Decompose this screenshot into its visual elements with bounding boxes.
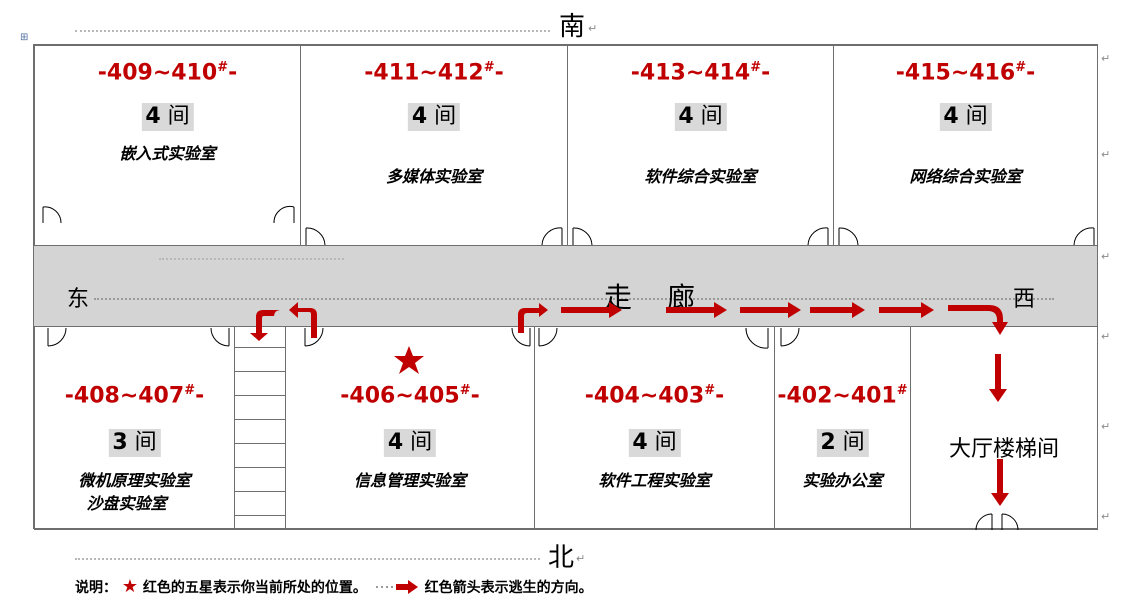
arrow-right-icon [810, 302, 865, 318]
door-icon [572, 227, 593, 246]
door-icon [541, 227, 563, 246]
stair-step [235, 491, 285, 515]
door-icon [1073, 227, 1095, 246]
door-icon [47, 327, 67, 347]
compass-south: 南 [559, 12, 586, 42]
room-415-416: -415~416#- 4 间 网络综合实验室 [833, 45, 1098, 246]
legend: 说明： ★ 红色的五星表示你当前所处的位置。 红色箭头表示逃生的方向。 [75, 576, 593, 597]
room-406-405: -406~405#- 4 间 信息管理实验室 [285, 326, 535, 530]
arrow-right-icon [879, 302, 934, 318]
room-number: -406~405#- [340, 383, 480, 409]
paragraph-mark: ↵ [1101, 52, 1111, 65]
room-number: -408~407#- [64, 383, 205, 409]
door-icon [42, 206, 62, 224]
room-number: -413~414#- [630, 60, 771, 86]
paragraph-mark: ↵ [1101, 330, 1111, 343]
door-icon [304, 327, 324, 347]
legend-star-icon: ★ [121, 576, 139, 597]
door-icon [780, 327, 800, 347]
door-icon [838, 227, 859, 246]
current-location-star-icon [394, 346, 424, 374]
room-count: 4 间 [407, 103, 461, 131]
hall-name: 大厅楼梯间 [948, 437, 1059, 462]
stair-step [235, 443, 285, 467]
room-408-407: -408~407#- 3 间 微机原理实验室 沙盘实验室 [34, 326, 235, 530]
room-413-414: -413~414#- 4 间 软件综合实验室 [567, 45, 834, 246]
plan-overlay [42, 206, 1095, 530]
door-icon [745, 327, 769, 349]
door-icon [807, 227, 829, 246]
compass-east: 东 [67, 287, 90, 312]
door-icon [305, 227, 326, 246]
table-move-handle-icon[interactable]: ⊞ [20, 32, 29, 43]
room-name: 软件工程实验室 [598, 471, 711, 490]
legend-star-text: 红色的五星表示你当前所处的位置。 [142, 580, 367, 596]
paragraph-mark: ↵ [1101, 250, 1111, 263]
room-count: 4 间 [939, 103, 992, 131]
stair-step [235, 347, 285, 371]
room-number: -411~412#- [364, 60, 504, 86]
room-name: 实验办公室 [802, 471, 883, 490]
room-409-410: -409~410#- 4 间 嵌入式实验室 [34, 45, 301, 246]
escape-arrows [250, 302, 1009, 506]
arrow-right-icon [561, 302, 622, 318]
arrow-right-icon [740, 302, 801, 318]
door-icon [975, 513, 993, 530]
corridor-dotted-line [94, 298, 1054, 300]
legend-arrow-text: 红色箭头表示逃生的方向。 [424, 580, 593, 596]
arrow-down-icon [989, 354, 1007, 402]
room-name: 微机原理实验室 [78, 471, 191, 490]
door-icon [538, 327, 558, 347]
stair-step [235, 395, 285, 419]
paragraph-mark: ↵ [1101, 510, 1111, 523]
room-count: 3 间 [108, 429, 161, 457]
south-dotted-line [75, 30, 550, 32]
door-icon [1001, 513, 1019, 530]
room-count: 4 间 [141, 103, 194, 131]
room-name: 嵌入式实验室 [119, 144, 216, 163]
room-name: 软件综合实验室 [644, 167, 757, 186]
room-count: 4 间 [628, 429, 681, 457]
compass-west: 西 [1013, 287, 1036, 312]
room-count: 4 间 [674, 103, 727, 131]
room-name: 多媒体实验室 [385, 167, 482, 186]
room-number: -409~410#- [97, 60, 238, 86]
room-count: 2 间 [816, 429, 869, 457]
corridor-dotted-line [159, 258, 344, 260]
arrow-down-icon [250, 310, 281, 341]
room-number: -404~403#- [584, 383, 725, 409]
north-dotted-line [75, 558, 540, 560]
room-404-403: -404~403#- 4 间 软件工程实验室 [534, 326, 775, 530]
door-icon [273, 206, 295, 224]
corridor: 东 走 廊 西 [34, 245, 1097, 327]
legend-arrow-icon [375, 580, 418, 594]
paragraph-mark: ↵ [1101, 148, 1111, 161]
door-swings [42, 206, 1095, 530]
arrow-up-right-icon [518, 303, 548, 333]
arrow-right-down-icon [948, 305, 1008, 335]
room-number: -402~401# [777, 383, 908, 409]
stair-step [235, 467, 285, 491]
stair-step [235, 419, 285, 443]
arrow-right-icon [666, 302, 727, 318]
room-name-2: 沙盘实验室 [86, 494, 167, 513]
paragraph-mark: ↵ [1101, 420, 1111, 433]
paragraph-mark: ↵ [576, 552, 586, 565]
arrow-down-icon [991, 459, 1009, 506]
room-name: 信息管理实验室 [353, 471, 466, 490]
stair-step [235, 371, 285, 395]
room-number: -415~416#- [895, 60, 1036, 86]
stair-step [235, 515, 285, 531]
floor-plan: -409~410#- 4 间 嵌入式实验室 -411~412#- 4 间 多媒体… [33, 44, 1098, 531]
legend-label: 说明： [75, 580, 117, 596]
arrow-left-up-icon [289, 302, 317, 338]
paragraph-mark: ↵ [588, 22, 598, 35]
room-count: 4 间 [383, 429, 437, 457]
compass-north: 北 [548, 543, 575, 573]
room-name: 网络综合实验室 [909, 167, 1022, 186]
door-icon [210, 327, 230, 347]
door-icon [511, 327, 531, 347]
